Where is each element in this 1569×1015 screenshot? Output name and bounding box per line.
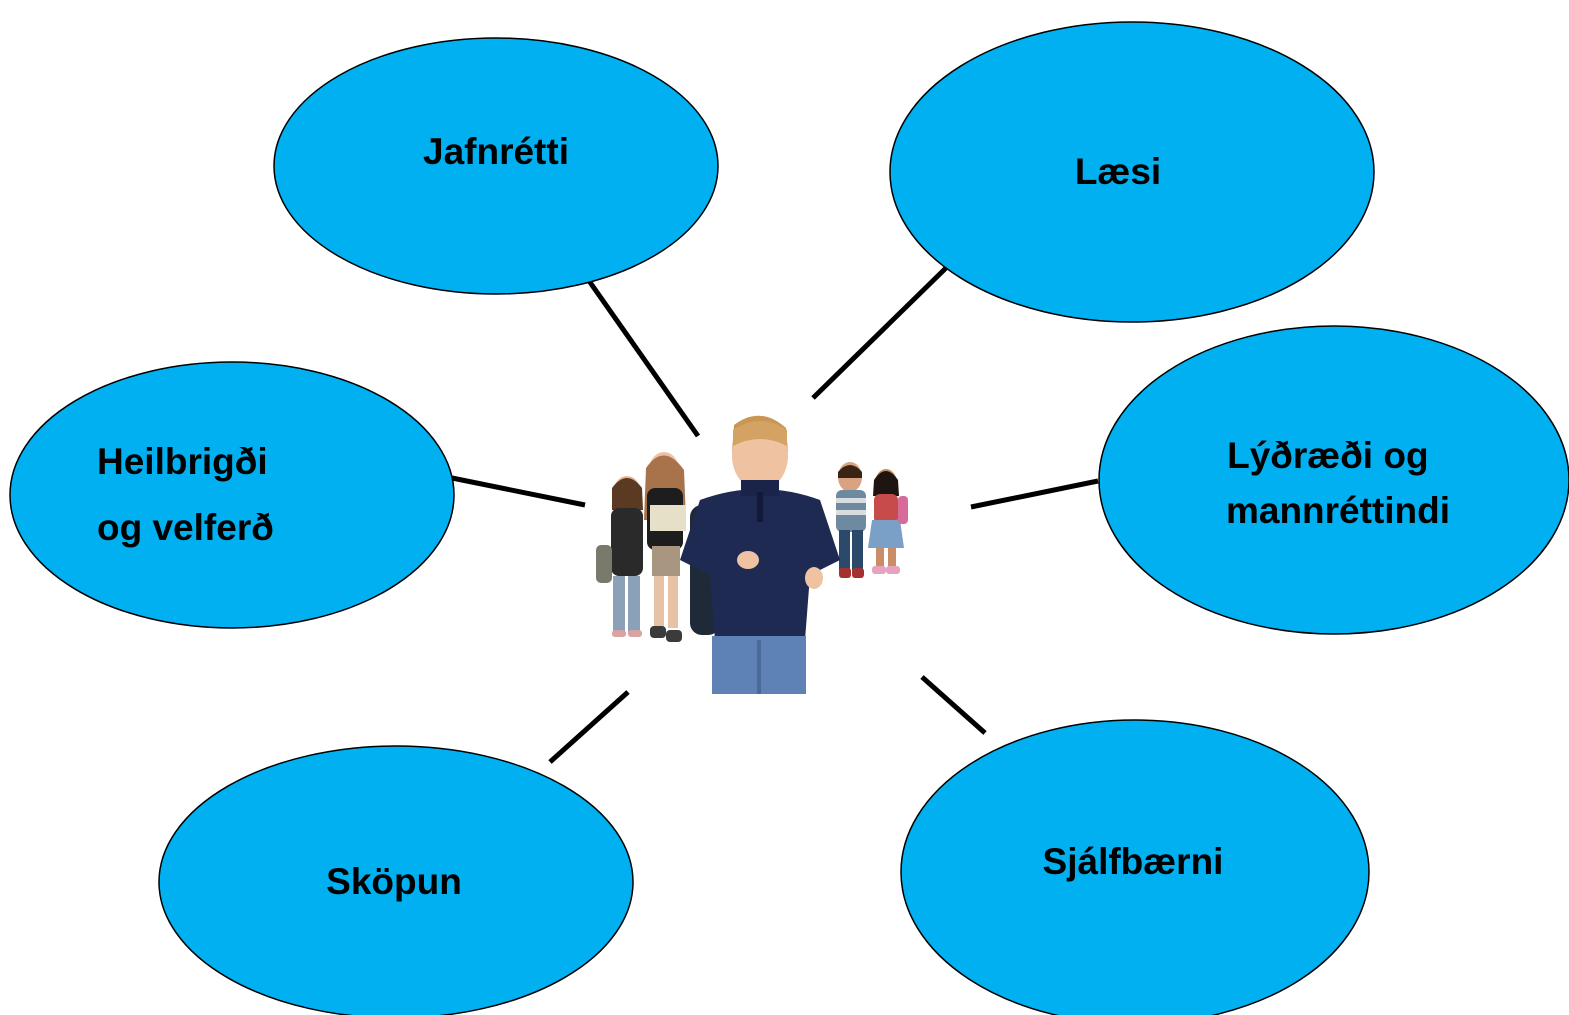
node-label-sjalfbaerni: Sjálfbærni xyxy=(1043,841,1224,882)
node-label-line: Heilbrigði xyxy=(97,441,268,482)
student-figure-left-girl xyxy=(596,476,643,637)
node-label-lydraedi: Lýðræði og mannréttindi xyxy=(1226,435,1450,531)
connectors xyxy=(451,264,1099,764)
node-jafnretti: Jafnrétti xyxy=(273,37,719,295)
node-label-line: Læsi xyxy=(1075,151,1161,192)
connector-lydraedi xyxy=(970,478,1099,510)
node-lydraedi: Lýðræði og mannréttindi xyxy=(1098,325,1569,635)
node-label-line: mannréttindi xyxy=(1226,490,1450,531)
student-figure-right-boy xyxy=(836,462,866,578)
students-group-photo xyxy=(596,415,908,694)
node-label-line: Jafnrétti xyxy=(423,131,569,172)
node-label-line: og velferð xyxy=(97,507,274,548)
node-ellipse-heilbrigdi xyxy=(9,361,455,629)
node-ellipse-laesi xyxy=(889,21,1375,323)
node-label-line: Sköpun xyxy=(326,861,462,902)
node-sjalfbaerni: Sjálfbærni xyxy=(900,719,1370,1015)
student-figure-books-girl xyxy=(644,452,686,642)
node-ellipse-lydraedi xyxy=(1098,325,1569,635)
student-figure-right-girl xyxy=(868,469,908,574)
node-heilbrigdi: Heilbrigði og velferð xyxy=(9,361,455,629)
node-skopun: Sköpun xyxy=(158,745,634,1015)
node-label-jafnretti: Jafnrétti xyxy=(423,131,569,172)
node-ellipse-skopun xyxy=(158,745,634,1015)
connector-heilbrigdi xyxy=(451,475,586,508)
connector-skopun xyxy=(548,690,630,764)
node-label-line: Lýðræði og xyxy=(1227,435,1428,476)
student-figure-main-boy xyxy=(680,415,840,694)
node-label-skopun: Sköpun xyxy=(326,861,462,902)
node-ellipse-jafnretti xyxy=(273,37,719,295)
node-ellipse-sjalfbaerni xyxy=(900,719,1370,1015)
connector-jafnretti xyxy=(584,276,701,438)
connector-laesi xyxy=(811,264,950,400)
connector-sjalfbaerni xyxy=(920,675,987,735)
node-laesi: Læsi xyxy=(889,21,1375,323)
node-label-laesi: Læsi xyxy=(1075,151,1161,192)
node-label-line: Sjálfbærni xyxy=(1043,841,1224,882)
node-label-heilbrigdi: Heilbrigði og velferð xyxy=(97,441,278,548)
